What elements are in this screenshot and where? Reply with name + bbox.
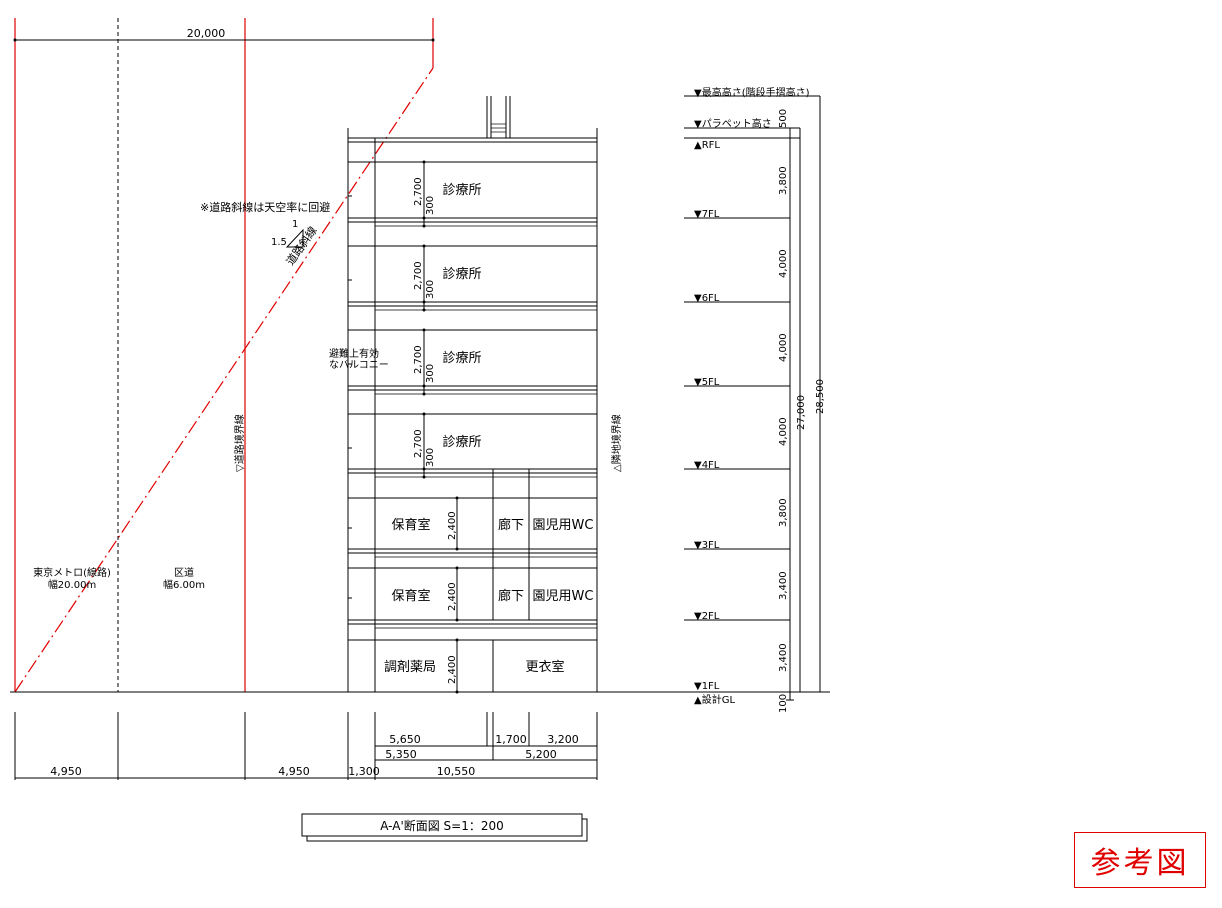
road-slope-line — [14, 67, 434, 693]
dim-parapet: 500 — [778, 109, 789, 128]
slope-indicator: 1 1.5 道路斜線 — [271, 219, 320, 268]
level-3fl: ▼3FL — [694, 540, 720, 551]
room-clinic-7f: 診療所 — [442, 182, 481, 198]
dim-1700: 1,700 — [495, 733, 527, 746]
road-zone-width: 幅6.00m — [163, 578, 205, 591]
level-parapet: ▼パラペット高さ — [694, 117, 772, 130]
level-gl: ▲設計GL — [694, 693, 735, 706]
room-corridor-3f: 廊下 — [498, 517, 524, 533]
balcony-note-2: なバルコニー — [329, 359, 389, 371]
road-zone-name: 区道 — [174, 566, 194, 579]
metro-zone-width: 幅20.00m — [48, 578, 96, 591]
level-markers: ▼最高高さ(階段手摺高さ) ▼パラペット高さ ▲RFL ▼7FL ▼6FL ▼5… — [684, 86, 820, 706]
level-2fl: ▼2FL — [694, 611, 720, 622]
caption-box: A-A'断面図 S=1：200 — [301, 813, 588, 842]
level-rfl: ▲RFL — [694, 140, 720, 151]
overall-width-label: 20,000 — [187, 27, 226, 40]
level-7fl: ▼7FL — [694, 209, 720, 220]
boundary-lines — [14, 18, 434, 693]
dim-5650: 5,650 — [389, 733, 421, 746]
slope-rise: 1 — [292, 219, 298, 230]
height-6f-ceiling: 2,700 — [413, 261, 424, 290]
dim-5200: 5,200 — [525, 748, 557, 761]
stamp-label: 参考図 — [1090, 846, 1190, 881]
room-clinic-5f: 診療所 — [442, 350, 481, 366]
height-3f: 2,400 — [447, 511, 458, 540]
room-nursery-3f: 保育室 — [391, 517, 430, 533]
room-clinic-6f: 診療所 — [442, 266, 481, 282]
dim-2fl-1fl: 3,400 — [778, 643, 789, 672]
height-4f-slab: 300 — [425, 448, 436, 467]
room-wc-2f: 園児用WC — [533, 589, 594, 604]
bottom-dimensions: 4,950 4,950 1,300 10,550 5,650 1,700 3,2… — [14, 712, 598, 780]
room-nursery-2f: 保育室 — [391, 588, 430, 604]
road-boundary-label: ▽道路境界線 — [233, 414, 246, 472]
vertical-dimensions: 500 3,800 4,000 4,000 4,000 3,800 3,400 … — [778, 96, 826, 713]
level-5fl: ▼5FL — [694, 377, 720, 388]
metro-zone-name: 東京メトロ(線路) — [33, 566, 111, 579]
level-1fl: ▼1FL — [694, 681, 720, 692]
dim-4fl-3fl: 3,800 — [778, 498, 789, 527]
dim-3200: 3,200 — [547, 733, 579, 746]
room-wc-3f: 園児用WC — [533, 518, 594, 533]
dim-rfl-7fl: 3,800 — [778, 166, 789, 195]
dim-5fl-4fl: 4,000 — [778, 417, 789, 446]
room-corridor-2f: 廊下 — [498, 588, 524, 604]
dim-building: 10,550 — [437, 765, 476, 778]
floor-slabs — [348, 217, 597, 641]
height-5f-slab: 300 — [425, 364, 436, 383]
dim-6fl-5fl: 4,000 — [778, 333, 789, 362]
stair-railing — [486, 96, 511, 138]
slope-run: 1.5 — [271, 237, 287, 248]
room-clinic-4f: 診療所 — [442, 434, 481, 450]
height-5f-ceiling: 2,700 — [413, 345, 424, 374]
building-section: 診療所 2,700 300 診療所 2,700 300 診療所 2,700 30… — [347, 96, 598, 694]
overall-dimension: 20,000 — [13, 27, 435, 42]
drawing-caption: A-A'断面図 S=1：200 — [380, 818, 504, 833]
height-2f: 2,400 — [447, 582, 458, 611]
balcony-parapets — [348, 195, 352, 599]
height-6f-slab: 300 — [425, 280, 436, 299]
level-max-height: ▼最高高さ(階段手摺高さ) — [694, 86, 810, 99]
upper-height-marks — [422, 160, 459, 694]
level-4fl: ▼4FL — [694, 460, 720, 471]
height-7f-ceiling: 2,700 — [413, 177, 424, 206]
dim-gl: 100 — [778, 694, 789, 713]
dim-3fl-2fl: 3,400 — [778, 571, 789, 600]
reference-stamp: 参考図 — [1074, 832, 1206, 888]
dim-7fl-6fl: 4,000 — [778, 249, 789, 278]
height-7f-slab: 300 — [425, 196, 436, 215]
dim-total-27000: 27,000 — [796, 395, 807, 430]
room-pharmacy-1f: 調剤薬局 — [384, 659, 436, 675]
dim-total-28500: 28,500 — [815, 379, 826, 414]
dim-setback: 4,950 — [278, 765, 310, 778]
dim-5350: 5,350 — [385, 748, 417, 761]
level-6fl: ▼6FL — [694, 293, 720, 304]
height-1f: 2,400 — [447, 655, 458, 684]
room-locker-1f: 更衣室 — [525, 659, 564, 675]
height-4f-ceiling: 2,700 — [413, 429, 424, 458]
dim-metro-width: 4,950 — [50, 765, 82, 778]
neighbor-boundary-label: △隣地境界線 — [610, 414, 623, 472]
dim-balcony: 1,300 — [348, 765, 380, 778]
sky-ratio-note: ※道路斜線は天空率に回避 — [200, 200, 330, 214]
balcony-note-1: 避難上有効 — [329, 347, 379, 360]
